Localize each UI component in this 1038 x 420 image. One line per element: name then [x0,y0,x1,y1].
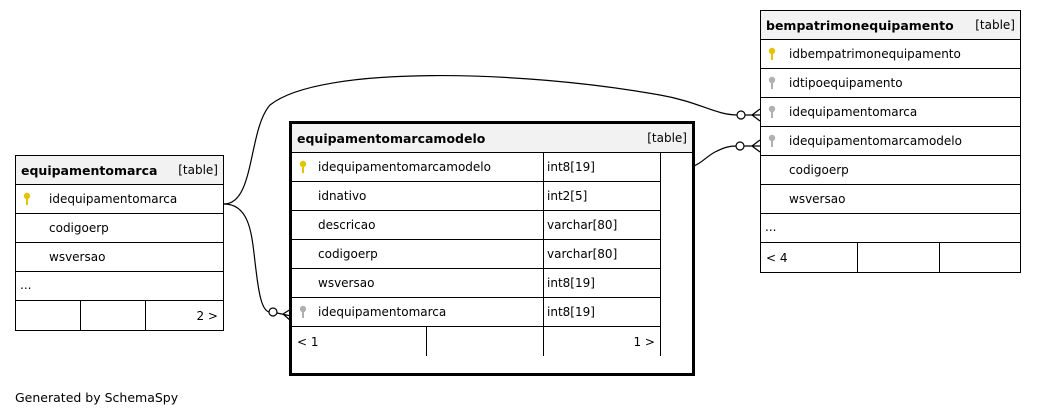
edge-marca-to-bempatrimon [223,74,739,205]
column-name: idequipamentomarca [318,305,447,319]
primary-key-icon [761,47,783,61]
column-name: idequipamentomarca [49,192,178,206]
table-header: bempatrimonequipamento [table] [761,11,1020,40]
column-row[interactable]: idequipamentomarcamodelo [761,127,1020,156]
table-name: bempatrimonequipamento [766,17,954,33]
foreign-key-icon [761,76,783,90]
table-header: equipamentomarca [table] [16,156,223,185]
column-type: int8[19] [543,153,661,181]
children-count [939,243,1020,272]
table-footer: < 1 1 > [292,327,660,356]
table-equipamentomarca[interactable]: equipamentomarca [table] idequipamentoma… [15,155,224,331]
column-row[interactable]: idequipamentomarca [761,98,1020,127]
table-type: [table] [178,163,218,177]
column-type: varchar[80] [543,211,661,239]
edge-marca-to-bempatrimon-crowfoot [745,108,761,122]
column-name: wsversao [318,276,375,290]
children-count[interactable]: 2 > [145,301,223,330]
column-name: idequipamentomarca [789,105,918,119]
column-name: idequipamentomarcamodelo [318,160,491,174]
primary-key-icon [16,192,38,206]
column-name: wsversao [789,192,846,206]
table-footer: < 4 [761,243,1020,272]
column-row[interactable]: codigoerp [761,156,1020,185]
primary-key-icon [292,160,314,174]
column-row[interactable]: idequipamentomarca [16,185,223,214]
column-list: idequipamentomarcamodelo int8[19] idnati… [292,153,661,356]
column-row[interactable]: idequipamentomarca int8[19] [292,298,660,327]
foreign-key-icon [761,134,783,148]
column-name: idbempatrimonequipamento [789,47,961,61]
table-header: equipamentomarcamodelo [table] [292,124,692,153]
table-footer: 2 > [16,301,223,330]
edge-marca-to-bempatrimon-optional [736,110,746,120]
foreign-key-icon [292,305,314,319]
column-row[interactable]: codigoerp varchar[80] [292,240,660,269]
table-type: [table] [647,131,687,145]
column-name: descricao [318,218,376,232]
rows-count [426,327,543,356]
column-name: idtipoequipamento [789,76,903,90]
table-type: [table] [975,18,1015,32]
edge-modelo-to-bempatrimon-crowfoot [744,139,761,153]
table-name: equipamentomarca [21,162,158,178]
edge-modelo-to-bempatrimon-optional [735,141,745,151]
table-bempatrimonequipamento[interactable]: bempatrimonequipamento [table] idbempatr… [760,10,1021,273]
column-name: wsversao [49,250,106,264]
column-row[interactable]: wsversao int8[19] [292,269,660,298]
column-row[interactable]: idequipamentomarcamodelo int8[19] [292,153,660,182]
table-equipamentomarcamodelo[interactable]: equipamentomarcamodelo [table] idequipam… [289,121,695,376]
column-type: varchar[80] [543,240,661,268]
column-type: int8[19] [543,298,661,326]
column-name: codigoerp [49,221,109,235]
column-row[interactable]: idbempatrimonequipamento [761,40,1020,69]
column-name: idnativo [318,189,367,203]
column-type: int8[19] [543,269,661,297]
column-row[interactable]: wsversao [761,185,1020,214]
table-name: equipamentomarcamodelo [297,130,486,146]
column-row[interactable]: idtipoequipamento [761,69,1020,98]
column-row[interactable]: wsversao [16,243,223,272]
column-name: codigoerp [318,247,378,261]
parents-count[interactable]: < 1 [297,334,319,349]
parents-count[interactable]: < 4 [766,250,788,265]
edge-marca-to-modelo-optional [268,307,278,317]
parents-count [16,301,80,330]
rows-count [857,243,939,272]
children-count[interactable]: 1 > [543,327,660,356]
more-columns: ... [761,214,1020,243]
more-columns: ... [16,272,223,301]
column-name: codigoerp [789,163,849,177]
edge-marca-to-modelo [223,203,270,313]
column-name: idequipamentomarcamodelo [789,134,962,148]
column-row[interactable]: idnativo int2[5] [292,182,660,211]
rows-count [80,301,145,330]
column-type: int2[5] [543,182,661,210]
column-row[interactable]: codigoerp [16,214,223,243]
foreign-key-icon [761,105,783,119]
column-row[interactable]: descricao varchar[80] [292,211,660,240]
generated-by-text: Generated by SchemaSpy [15,390,179,405]
